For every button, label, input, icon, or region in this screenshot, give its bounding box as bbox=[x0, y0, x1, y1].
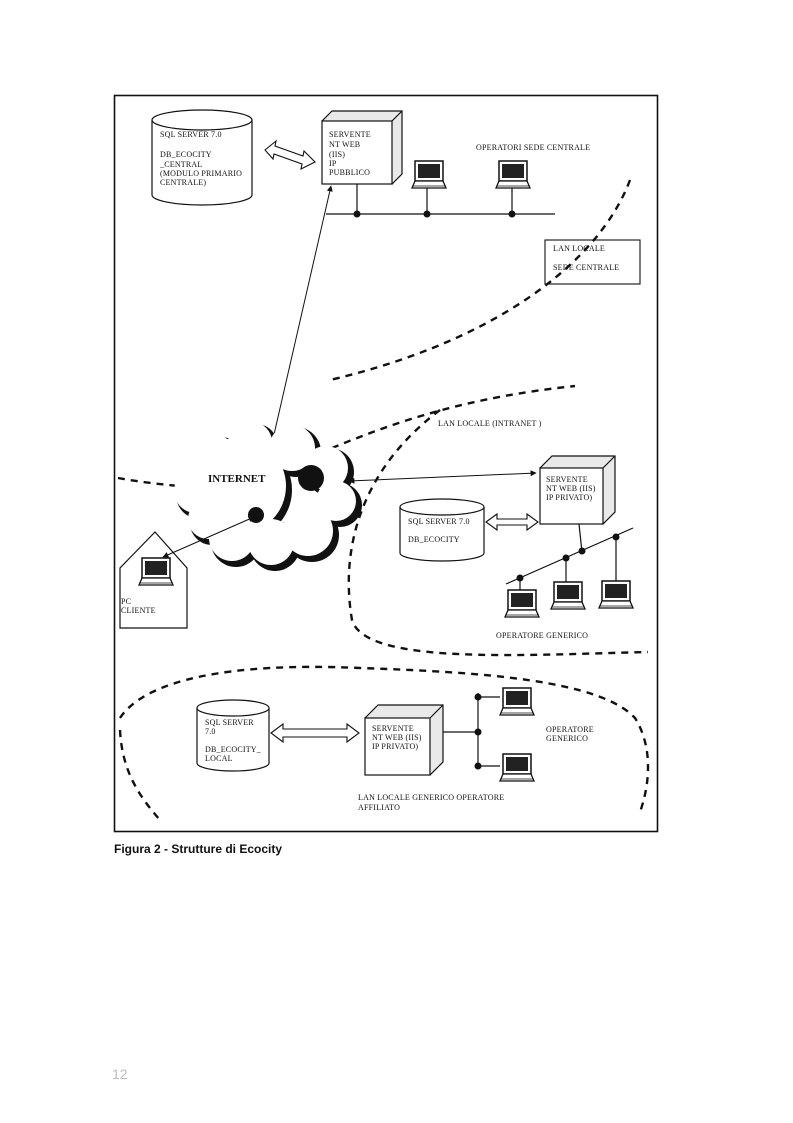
central-lan-box: LAN LOCALE SEDE CENTRALE bbox=[544, 239, 641, 285]
internet-label: INTERNET bbox=[208, 473, 266, 485]
central-db-line: CENTRALE) bbox=[160, 178, 206, 187]
intranet-laptop bbox=[598, 580, 634, 609]
intranet-db-line: SQL SERVER 7.0 bbox=[408, 517, 470, 526]
local-db-line: 7.0 bbox=[205, 727, 216, 736]
intranet-lan-label: LAN LOCALE (INTRANET ) bbox=[438, 419, 542, 428]
central-server-line: PUBBLICO bbox=[329, 168, 370, 177]
client-to-internet-link bbox=[162, 516, 255, 558]
local-lan-line: AFFILIATO bbox=[358, 803, 400, 812]
intranet-boundary bbox=[347, 409, 649, 657]
svg-text:SQL SERVER 7.0DB_ECOCITY: SQL SERVER 7.0DB_ECOCITY bbox=[408, 517, 470, 544]
central-laptop bbox=[495, 160, 531, 189]
central-lan-line: SEDE CENTRALE bbox=[553, 263, 619, 272]
local-server-line: NT WEB (IIS) bbox=[372, 733, 422, 742]
intranet-laptop bbox=[550, 581, 586, 610]
central-server-line: SERVENTE bbox=[329, 130, 371, 139]
local-laptop bbox=[499, 753, 535, 782]
client-laptop bbox=[138, 557, 174, 586]
local-double-arrow bbox=[270, 722, 360, 744]
central-db-line: DB_ECOCITY bbox=[160, 150, 212, 159]
local-server-line: SERVENTE bbox=[372, 724, 414, 733]
central-server-line: (IIS) bbox=[329, 150, 345, 159]
internet-to-intranet-link bbox=[348, 470, 537, 484]
svg-text:SQL SERVER 7.0DB_ECOCITY_CENTR: SQL SERVER 7.0DB_ECOCITY_CENTRAL(MODULO … bbox=[159, 130, 242, 187]
local-db-line: DB_ECOCITY_ bbox=[205, 745, 262, 754]
intranet-server-line: NT WEB (IIS) bbox=[546, 484, 596, 493]
local-lan-line: LAN LOCALE GENERICO OPERATORE bbox=[358, 793, 504, 802]
central-db-line: SQL SERVER 7.0 bbox=[160, 130, 222, 139]
local-db-line: SQL SERVER bbox=[205, 718, 254, 727]
local-operators-line: OPERATORE bbox=[546, 725, 594, 734]
intranet-server-line: IP PRIVATO) bbox=[546, 493, 592, 502]
local-boundary bbox=[118, 665, 650, 821]
central-double-arrow bbox=[264, 139, 316, 170]
intranet-lan-bus bbox=[505, 523, 634, 590]
central-db-line: _CENTRAL bbox=[159, 160, 203, 169]
central-server-line: NT WEB bbox=[329, 140, 360, 149]
intranet-laptop bbox=[504, 589, 540, 618]
central-db-line: (MODULO PRIMARIO bbox=[160, 169, 242, 178]
local-server-line: IP PRIVATO) bbox=[372, 742, 418, 751]
central-lan-bus bbox=[326, 184, 555, 218]
figure-frame bbox=[113, 94, 659, 833]
intranet-operators-label: OPERATORE GENERICO bbox=[496, 631, 588, 640]
client-line: PC bbox=[121, 597, 131, 606]
central-lan-line: LAN LOCALE bbox=[553, 244, 605, 253]
central-operators-label: OPERATORI SEDE CENTRALE bbox=[476, 143, 590, 152]
client-line: CLIENTE bbox=[121, 606, 156, 615]
figure-caption: Figura 2 - Strutture di Ecocity bbox=[114, 842, 283, 856]
internet-boundary-right bbox=[331, 384, 576, 450]
intranet-server-line: SERVENTE bbox=[546, 475, 588, 484]
local-laptop bbox=[499, 687, 535, 716]
local-operators-line: GENERICO bbox=[546, 734, 588, 743]
page-number: 12 bbox=[112, 1066, 128, 1082]
internet-cloud bbox=[174, 422, 362, 571]
local-db-line: LOCAL bbox=[205, 754, 233, 763]
central-server-line: IP bbox=[329, 159, 337, 168]
intranet-double-arrow bbox=[485, 512, 539, 532]
central-laptop bbox=[411, 160, 447, 189]
local-lan-bus bbox=[443, 693, 500, 770]
intranet-db-line: DB_ECOCITY bbox=[408, 535, 460, 544]
